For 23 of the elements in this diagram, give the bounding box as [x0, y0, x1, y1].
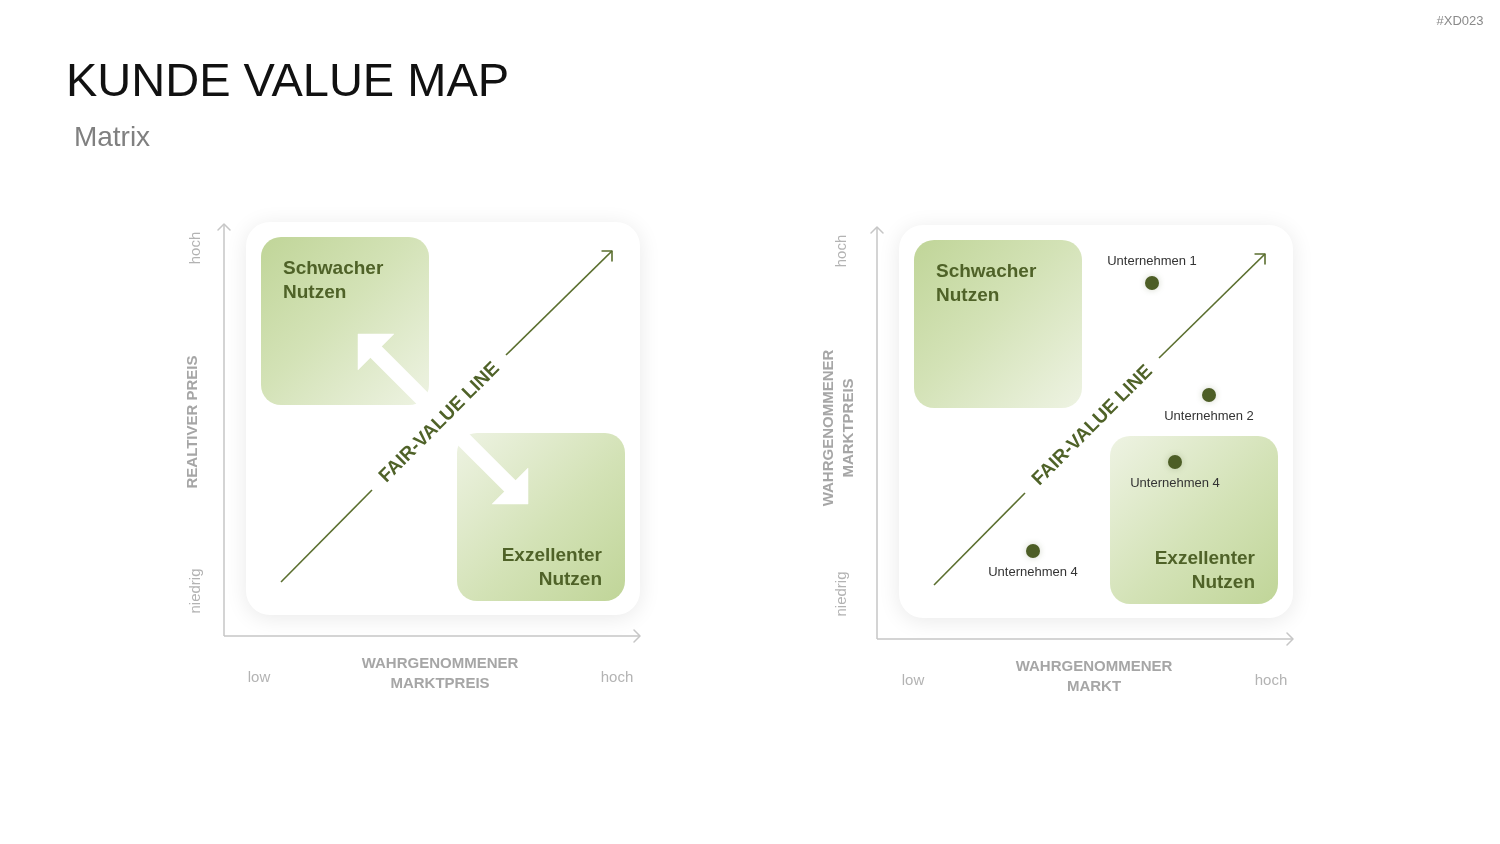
- point-label: Unternehmen 2: [1164, 408, 1254, 424]
- point-label: Unternehmen 4: [988, 564, 1078, 580]
- page-title: KUNDE VALUE MAP: [66, 52, 510, 108]
- axis-tick-label: hoch: [831, 234, 849, 268]
- axis-tick-label: low: [901, 670, 925, 688]
- axis-tick-label: hoch: [600, 667, 634, 685]
- double-arrow: [357, 333, 529, 505]
- point-label: Unternehmen 1: [1107, 253, 1197, 269]
- axis-tick-label: hoch: [185, 231, 203, 265]
- axis-title: WAHRGENOMMENER MARKTPREIS: [818, 349, 857, 507]
- quadrant-title: Exzellenter Nutzen: [1154, 546, 1255, 594]
- axis-tick-label: low: [247, 667, 271, 685]
- axis-tick-label: niedrig: [831, 571, 849, 617]
- slide-code: #XD023: [1436, 12, 1484, 28]
- axis-tick-label: niedrig: [185, 568, 203, 614]
- axis-tick-label: hoch: [1254, 670, 1288, 688]
- axis-title: WAHRGENOMMENER MARKTPREIS: [361, 653, 519, 693]
- quadrant-title: Schwacher Nutzen: [936, 259, 1037, 307]
- axis-title: REALTIVER PREIS: [182, 355, 201, 489]
- page-subtitle: Matrix: [73, 121, 151, 153]
- quadrant-title: Schwacher Nutzen: [283, 256, 384, 304]
- axis-title: WAHRGENOMMENER MARKT: [1015, 656, 1173, 696]
- quadrant-title: Exzellenter Nutzen: [501, 543, 602, 591]
